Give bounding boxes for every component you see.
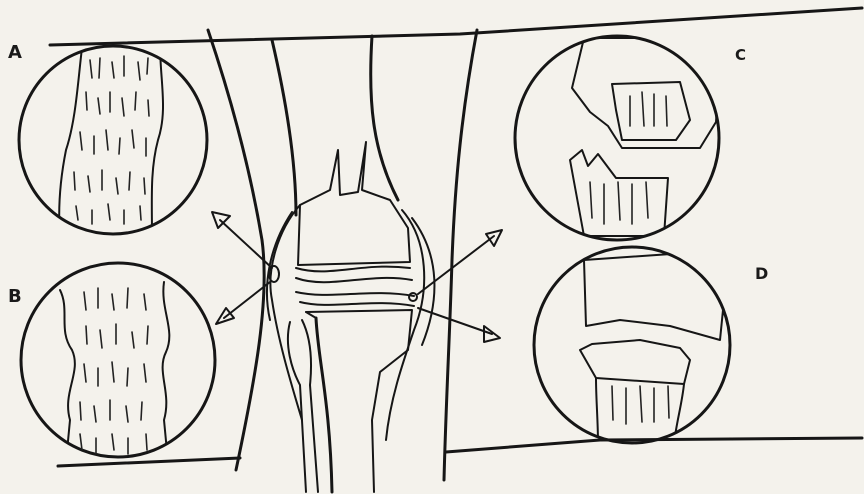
leg-outline [50,8,862,480]
label-c: C [735,46,746,64]
fibula [288,320,318,492]
tibia [296,292,414,492]
label-d: D [755,264,768,283]
pointer-arrows [212,212,502,342]
detail-circle-c [515,36,720,240]
detail-circle-b [21,263,240,466]
femur [272,36,412,282]
detail-circle-d [446,247,862,452]
label-a: A [8,42,22,63]
label-b: B [8,286,22,307]
detail-circle-a [19,44,207,236]
